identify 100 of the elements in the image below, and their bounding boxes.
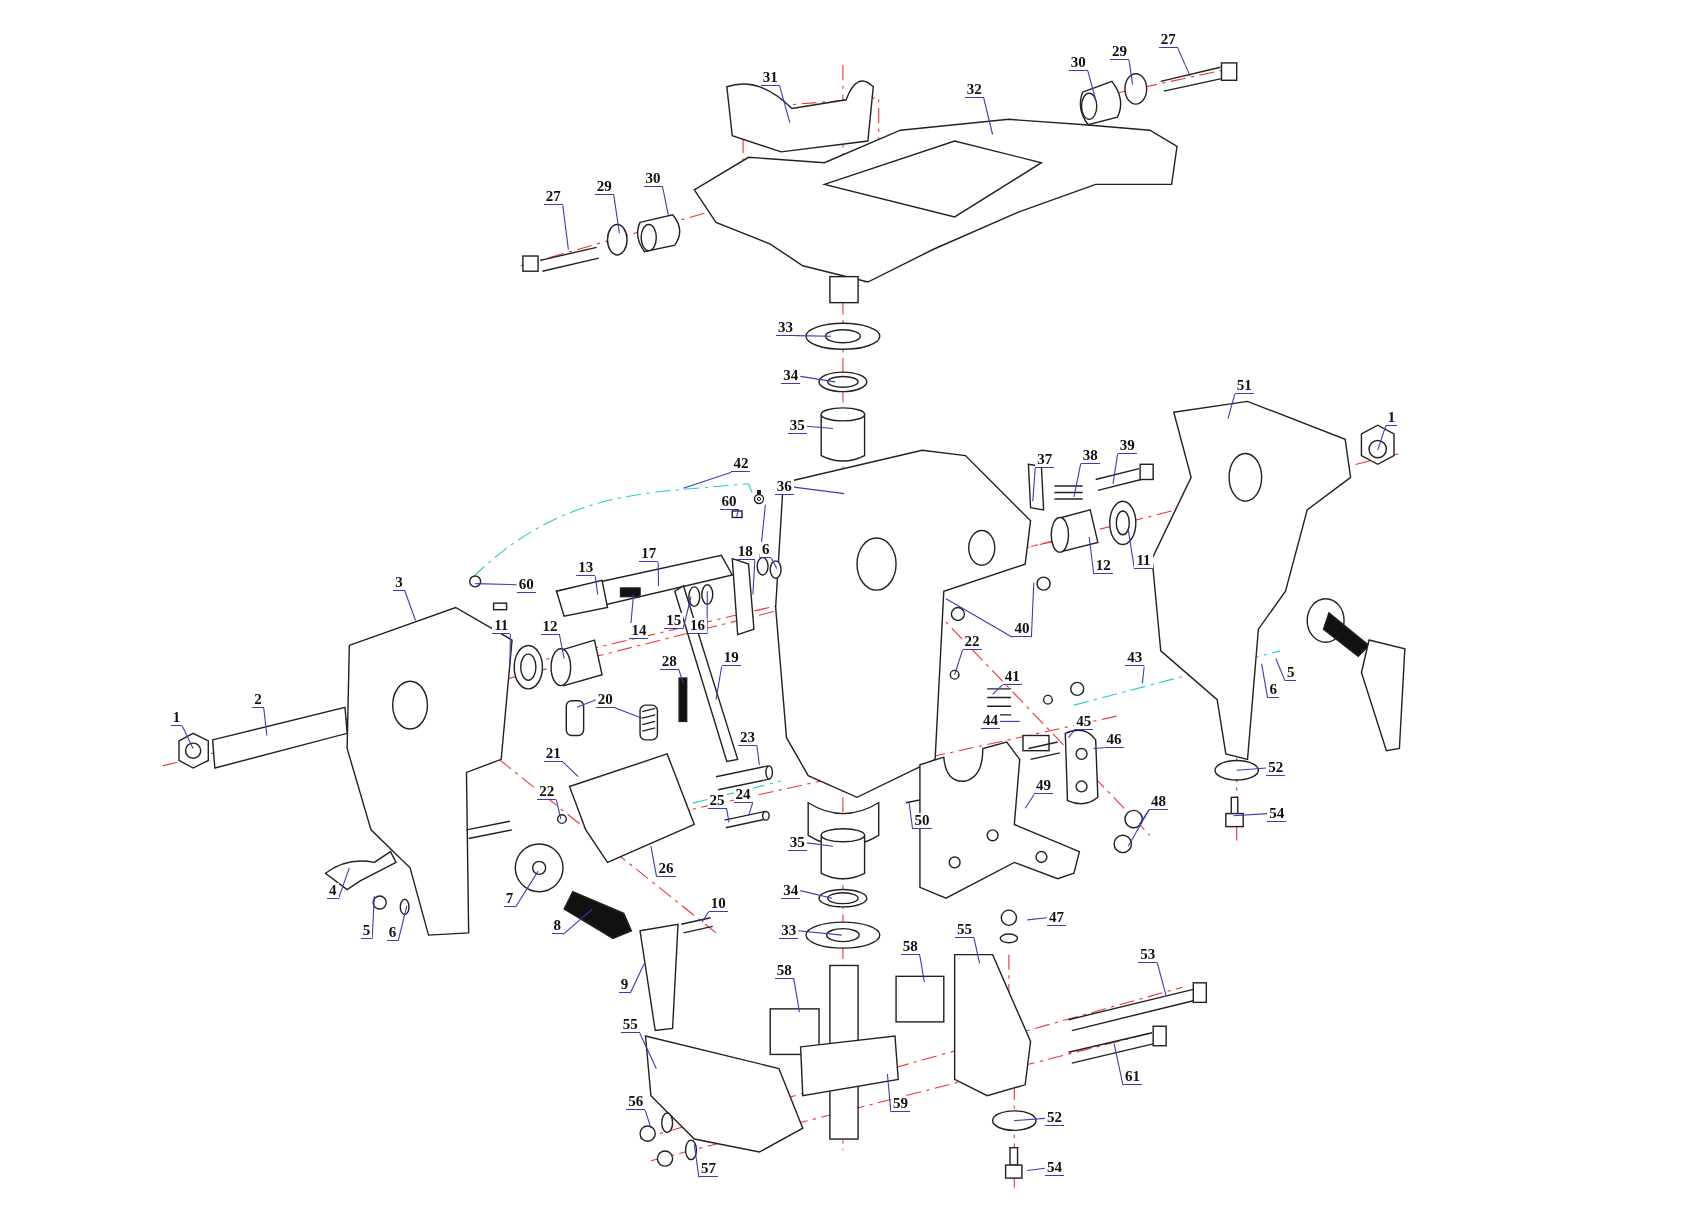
leader-line <box>752 559 756 596</box>
leader-line <box>1127 528 1135 570</box>
leader-line <box>799 890 833 899</box>
leader-line <box>562 908 593 935</box>
leader-line <box>1156 962 1167 997</box>
leader-line <box>657 561 660 587</box>
leader-line <box>999 720 1021 722</box>
leader-line <box>1092 747 1106 750</box>
callout-number: 60 <box>516 576 536 593</box>
leader-line <box>404 589 417 622</box>
callout-number: 28 <box>659 653 679 670</box>
leader-line <box>371 895 375 940</box>
leader-line <box>1032 467 1036 502</box>
callout-number: 52 <box>1266 760 1286 777</box>
callout-number: 31 <box>760 70 780 87</box>
leader-line <box>555 799 562 820</box>
callout-number: 56 <box>626 1094 646 1111</box>
leader-line <box>337 867 350 900</box>
callout-number: 4 <box>327 882 339 899</box>
leader-line <box>1127 809 1150 847</box>
leader-line <box>1261 663 1269 699</box>
leader-line <box>562 761 579 778</box>
leader-line <box>693 1143 700 1178</box>
callout-number: 13 <box>576 560 596 577</box>
leader-line <box>1236 767 1267 771</box>
leader-line <box>794 335 832 337</box>
callout-number: 30 <box>1068 54 1088 71</box>
leader-line <box>682 596 692 630</box>
leader-line <box>562 204 569 251</box>
callout-number: 6 <box>759 542 772 558</box>
leader-line <box>779 85 791 124</box>
callout-number: 30 <box>643 171 663 187</box>
callout-number: 26 <box>656 860 676 877</box>
leader-line <box>509 633 511 667</box>
callout-number: 35 <box>787 834 807 851</box>
leader-line <box>474 583 518 586</box>
callout-number: 2 <box>252 691 264 708</box>
leader-line <box>644 1109 652 1129</box>
leader-line <box>886 1073 892 1113</box>
leader-line <box>799 375 836 383</box>
callout-number: 19 <box>721 650 741 667</box>
callout-number: 61 <box>1123 1069 1143 1086</box>
leader-line <box>1087 70 1097 101</box>
leader-line <box>263 707 268 737</box>
callout-number: 18 <box>735 544 755 561</box>
callout-number: 7 <box>503 891 516 908</box>
leader-line <box>650 845 658 878</box>
callout-number: 40 <box>1012 621 1032 638</box>
leader-line <box>973 937 981 964</box>
callout-number: 5 <box>1284 664 1297 681</box>
callout-number: 6 <box>1267 681 1280 698</box>
callout-number: 55 <box>954 921 974 938</box>
callout-number: 24 <box>733 787 753 804</box>
leader-line <box>594 575 599 596</box>
callout-number: 25 <box>707 792 727 809</box>
leader-line <box>747 802 754 817</box>
callout-number: 1 <box>170 710 183 727</box>
leader-line <box>919 954 925 983</box>
callout-number: 33 <box>775 319 795 336</box>
callout-number: 10 <box>708 895 728 912</box>
leader-line <box>1073 463 1082 498</box>
leader-line <box>662 186 669 216</box>
callout-number: 21 <box>543 745 563 762</box>
callout-number: 3 <box>393 574 405 591</box>
leader-line <box>770 557 778 569</box>
leader-line <box>759 504 766 559</box>
leader-line <box>397 905 408 942</box>
leader-line <box>954 649 964 676</box>
callout-number: 59 <box>890 1096 910 1113</box>
leader-line <box>1030 581 1035 638</box>
callout-number: 36 <box>774 479 794 496</box>
leader-line <box>682 471 732 489</box>
callout-number: 54 <box>1267 805 1287 822</box>
callout-number: 29 <box>594 178 614 195</box>
callout-number: 44 <box>980 713 1000 730</box>
callout-number: 9 <box>618 977 631 993</box>
leader-line <box>983 97 994 136</box>
leader-line <box>576 699 597 708</box>
callout-number: 34 <box>781 882 801 899</box>
callout-number: 43 <box>1125 650 1145 667</box>
leader-line <box>908 802 914 830</box>
leader-line <box>1232 813 1268 817</box>
leader-line <box>1377 425 1387 451</box>
leader-line <box>678 669 684 684</box>
callout-number: 29 <box>1110 44 1130 61</box>
callout-number: 17 <box>639 546 659 563</box>
leader-line <box>736 509 740 517</box>
callout-number: 46 <box>1104 731 1124 748</box>
callout-number: 39 <box>1117 437 1137 454</box>
callout-number: 55 <box>620 1017 640 1034</box>
leader-line <box>629 962 645 994</box>
leader-line <box>639 1032 657 1070</box>
callout-number: 22 <box>537 783 557 800</box>
leader-line <box>1141 665 1145 684</box>
callout-number: 20 <box>595 691 615 708</box>
callout-number: 45 <box>1074 714 1094 731</box>
leader-line <box>558 634 565 660</box>
callout-number: 34 <box>781 368 801 385</box>
leader-line <box>1128 59 1134 86</box>
callout-number: 53 <box>1138 946 1158 963</box>
